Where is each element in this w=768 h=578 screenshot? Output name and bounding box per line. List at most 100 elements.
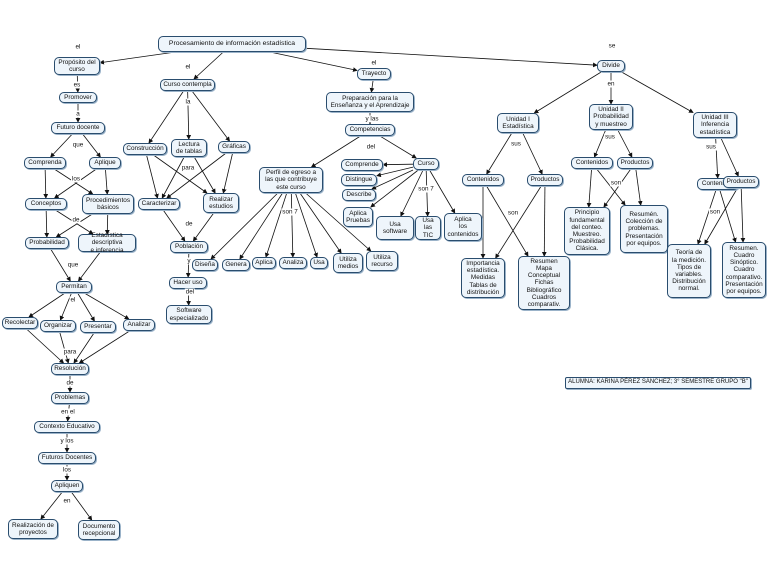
connector-n_unidad1-n_cont1	[486, 132, 513, 175]
link-label-el1: el	[74, 43, 82, 51]
node-resumen3: Resumen. Cuadro Sinóptico. Cuadro compar…	[722, 242, 766, 298]
link-label-en1: en	[62, 497, 72, 505]
connector-n_prod3-n_teoria	[704, 187, 738, 245]
node-usasoftware: Usa software	[376, 216, 414, 240]
node-construccion: Construcción	[123, 143, 167, 155]
node-genera: Genera	[222, 259, 250, 271]
connector-n_procedimientos-n_estdesc	[104, 213, 110, 235]
connector-n_apliquen-n_realizacion	[40, 491, 63, 520]
connector-n_lectura-n_realizarest	[193, 156, 216, 194]
connector-n_cursocont-n_graficas	[191, 90, 230, 142]
connector-n_curso-n_aplicacont	[429, 169, 456, 214]
node-alumna: ALUMNA: KARINA PÉREZ SÁNCHEZ; 3° SEMESTR…	[565, 377, 751, 389]
node-documento: Documento recepcional	[78, 520, 120, 540]
node-diseña: Diseña	[192, 259, 218, 271]
connector-n_perfil-n_aplica	[264, 192, 288, 258]
connector-n_construccion-n_caracterizar	[146, 154, 159, 199]
node-software: Software especializado	[166, 305, 212, 324]
node-realizarest: Realizar estudios	[203, 193, 239, 213]
connector-n_curso-n_usatic	[425, 169, 430, 217]
node-contexto: Contexto Educativo	[34, 421, 100, 433]
link-label-enel: en el	[60, 408, 76, 416]
connector-n_perfil-n_utilizarecurso	[305, 192, 372, 252]
connector-n_curso-n_distingue	[376, 166, 414, 178]
connector-n_comprenda-n_conceptos	[43, 168, 49, 199]
connector-n_unidad3-n_prod3	[720, 137, 739, 177]
connector-n_perfil-n_usa	[295, 192, 318, 258]
node-probabilidad: Probabilidad	[25, 237, 69, 249]
node-conceptos: Conceptos	[25, 198, 67, 210]
node-futuros: Futuros Docentes	[38, 452, 96, 464]
node-cont2: Contenidos	[571, 157, 613, 169]
connector-n_title-n_trayecto	[269, 51, 358, 72]
connector-n_prod2-n_principio	[603, 168, 632, 208]
link-label-y1: y	[186, 257, 192, 265]
node-resolucion: Resolución	[51, 363, 89, 375]
link-label-son1: son 7	[281, 208, 299, 216]
node-apliquen: Apliquen	[51, 480, 83, 492]
node-promover: Promover	[59, 92, 97, 103]
connector-n_construccion-n_realizarest	[153, 154, 208, 194]
node-lectura: Lectura de tablas	[171, 139, 207, 157]
link-label-que1: que	[71, 141, 85, 149]
connector-n_competencias-n_perfil	[310, 135, 361, 168]
connector-n_aplique-n_conceptos	[53, 168, 97, 199]
connector-n_title-n_divide	[305, 47, 598, 68]
link-label-el4: el	[370, 59, 378, 67]
node-unidad2: Unidad II Probabilidad y muestreo	[589, 104, 633, 130]
connector-n_futuro-n_comprenda	[50, 133, 73, 158]
node-problemas: Problemas	[51, 392, 89, 404]
node-presentar: Presentar	[80, 321, 116, 333]
connector-n_cont2-n_principio	[586, 168, 592, 208]
link-label-el3: el	[184, 63, 192, 71]
connector-n_perfil-n_analiza	[290, 192, 296, 258]
node-organizar: Organizar	[40, 320, 76, 332]
node-haceruso: Hacer uso	[169, 277, 207, 289]
link-label-son5: son	[708, 208, 722, 216]
connector-n_graficas-n_caracterizar	[166, 152, 227, 199]
connector-n_perfil-n_diseña	[210, 192, 279, 260]
link-label-los2: los	[61, 466, 73, 474]
connector-n_prod1-n_resumen1	[541, 185, 547, 257]
connector-n_permitan-n_analizar	[84, 292, 130, 320]
link-label-ylos: y los	[59, 437, 75, 445]
node-preparacion: Preparación para la Enseñanza y el Apren…	[326, 92, 414, 112]
connector-n_realizarest-n_poblacion	[192, 212, 215, 242]
node-proposito: Propósito del curso	[54, 57, 100, 75]
connector-n_aplique-n_procedimientos	[104, 168, 110, 195]
node-prod2: Productos	[617, 157, 653, 169]
node-realizacion: Realización de proyectos	[8, 519, 58, 539]
connector-n_trayecto-n_preparacion	[369, 79, 375, 93]
link-label-son4: son	[609, 179, 623, 187]
link-label-ylas: y las	[364, 115, 380, 123]
connector-n_unidad2-n_cont2	[593, 129, 607, 158]
node-principio: Principio fundamental del conteo. Muestr…	[564, 207, 610, 255]
node-unidad3: Unidad III Inferencia estadística	[693, 112, 737, 138]
node-procedimientos: Procedimientos básicos	[82, 194, 134, 214]
node-poblacion: Población	[170, 241, 208, 253]
node-resumen2: Resumén. Colección de problemas. Present…	[620, 205, 668, 253]
node-estdesc: Estadística descriptiva e inferencia	[78, 232, 136, 254]
connector-n_cont3-n_teoria	[696, 189, 717, 245]
node-curso: Curso	[413, 158, 439, 170]
node-comprenda: Comprenda	[24, 157, 66, 169]
connector-n_prod1-n_imp	[495, 185, 542, 259]
link-label-para1: para	[62, 348, 78, 356]
node-imp: Importancia estadística. Medidas Tablas …	[461, 258, 505, 298]
link-label-del2: del	[365, 143, 377, 151]
node-cursocont: Curso contempla	[160, 79, 215, 91]
connector-n_unidad2-n_prod2	[617, 129, 633, 158]
connector-n_cursocont-n_construccion	[148, 90, 184, 144]
link-label-para2: para	[180, 164, 196, 172]
link-label-son2: son 7	[417, 185, 435, 193]
connector-n_conceptos-n_probabilidad	[44, 209, 50, 238]
connector-n_cont2-n_resumen2	[596, 168, 626, 206]
link-label-es: es	[72, 81, 82, 89]
node-analiza: Analiza	[279, 257, 307, 269]
link-label-que2: que	[66, 261, 80, 269]
node-aplique: Aplique	[89, 157, 121, 169]
node-unidad1: Unidad I Estadística	[497, 113, 539, 133]
connector-n_futuro-n_aplique	[82, 133, 101, 158]
link-label-en2: en	[606, 80, 616, 88]
connector-n_procedimientos-n_probabilidad	[55, 213, 93, 238]
